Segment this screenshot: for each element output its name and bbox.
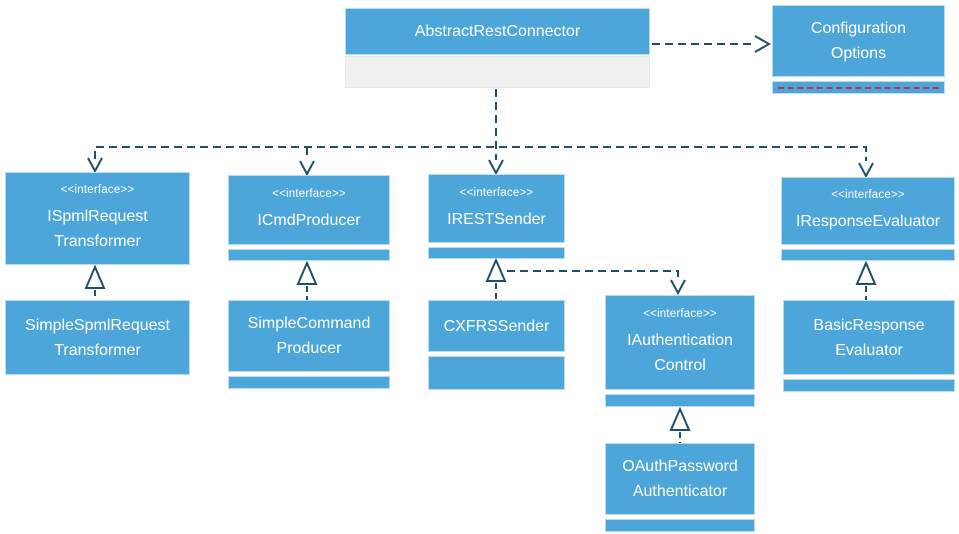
class-name-label: SimpleSpmlRequest [25,316,170,334]
interface-icmdproducer-compartment[interactable] [228,249,390,261]
dependency-line-irest-to-iauth[interactable] [507,270,679,279]
interface-name-label: IAuthentication [627,332,733,349]
stereotype-label: <<interface>> [459,186,534,199]
realization-triangle-icon [855,260,877,285]
interface-name-label: Control [654,357,706,374]
class-name-label: AbstractRestConnector [414,23,581,40]
interface-iresponseevaluator[interactable]: <<interface>> IResponseEvaluator [781,177,955,245]
arrowhead-down-icon [299,160,315,177]
class-configurationoptions[interactable]: Configuration Options [772,5,945,77]
interface-iauthenticationcontrol-compartment[interactable] [605,394,755,407]
class-cxfrssender[interactable]: CXFRSSender [428,300,565,352]
interface-irestsender-compartment[interactable] [428,247,565,259]
class-simplecommandproducer-compartment[interactable] [228,376,390,389]
class-name-label: SimpleCommand [247,315,371,332]
class-name-label: Transformer [54,341,141,359]
realization-triangle-icon [485,257,507,282]
interface-name-label: IResponseEvaluator [795,213,941,230]
dependency-spine[interactable] [94,146,867,161]
class-cxfrssender-compartment[interactable] [428,356,565,390]
realization-triangle-icon [669,406,691,431]
red-dashed-separator [778,86,939,89]
interface-icmdproducer[interactable]: <<interface>> ICmdProducer [228,175,390,245]
arrowhead-down-icon [858,162,874,179]
realization-triangle-icon [296,260,318,285]
realization-triangle-icon [84,264,106,289]
class-name-label: Configuration [810,20,907,37]
class-oauthpasswordauthenticator-compartment[interactable] [605,519,755,532]
class-abstractrestconnector[interactable]: AbstractRestConnector [345,8,650,55]
interface-name-label: Transformer [54,233,141,250]
stereotype-label: <<interface>> [831,189,905,201]
interface-irestsender[interactable]: <<interface>> IRESTSender [428,174,565,243]
arrowhead-down-icon [488,159,504,176]
class-configurationoptions-compartment[interactable] [772,81,945,94]
arrowhead-down-icon [670,279,686,296]
interface-iresponseevaluator-compartment[interactable] [781,249,955,261]
class-oauthpasswordauthenticator[interactable]: OAuthPassword Authenticator [605,443,755,515]
class-abstractrestconnector-compartment[interactable] [345,56,650,88]
class-simplecommandproducer[interactable]: SimpleCommand Producer [228,300,390,372]
arrowhead-right-icon [754,35,772,53]
stereotype-label: <<interface>> [643,308,717,320]
arrowhead-down-icon [87,157,103,174]
class-name-label: BasicResponse [813,316,925,334]
stereotype-label: <<interface>> [272,188,346,200]
class-name-label: Producer [276,340,342,357]
class-simplespmlrequesttransformer[interactable]: SimpleSpmlRequest Transformer [5,300,190,375]
class-name-label: Evaluator [835,341,903,359]
stereotype-label: <<interface>> [60,184,135,196]
class-name-label: OAuthPassword [622,458,738,475]
interface-name-label: IRESTSender [447,210,546,228]
interface-iauthenticationcontrol[interactable]: <<interface>> IAuthentication Control [605,295,755,390]
class-name-label: Authenticator [632,483,728,500]
interface-name-label: ICmdProducer [257,212,361,229]
class-basicresponseevaluator[interactable]: BasicResponse Evaluator [783,300,955,375]
class-name-label: CXFRSSender [443,317,550,335]
class-name-label: Options [830,45,887,62]
class-basicresponseevaluator-compartment[interactable] [783,379,955,392]
interface-name-label: ISpmlRequest [47,208,148,225]
interface-ispmlrequesttransformer[interactable]: <<interface>> ISpmlRequest Transformer [5,172,190,265]
